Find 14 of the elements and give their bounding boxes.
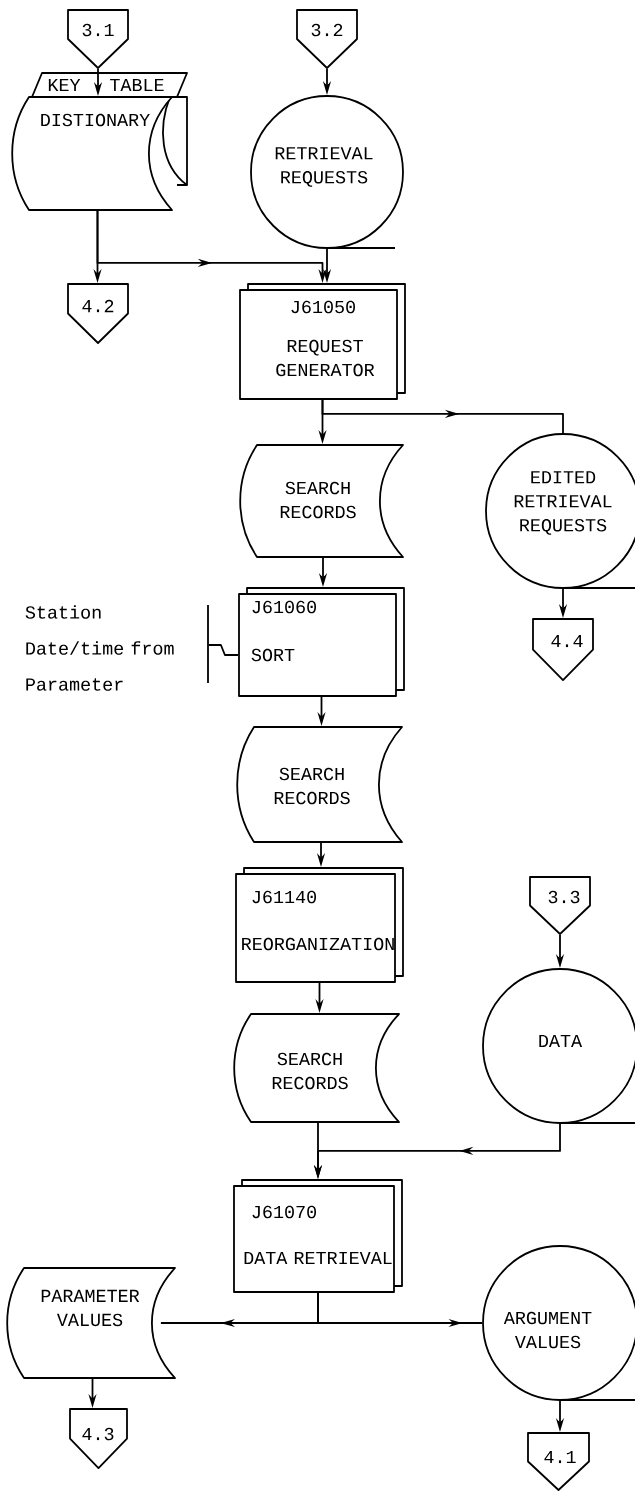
offpage-connector: 3.1 — [67, 9, 129, 69]
offpage-connector: 4.1 — [527, 1432, 590, 1491]
offpage-connector: 3.3 — [529, 876, 591, 935]
offpage-connector: 4.3 — [69, 1408, 128, 1469]
offpage-connector: 4.2 — [67, 283, 129, 344]
process-box: J61140 REORGANIZATION — [235, 867, 404, 983]
process-box: J61070 DATA RETRIEVAL — [233, 1179, 403, 1293]
arrow — [321, 399, 564, 434]
connector-line — [208, 644, 239, 656]
process-box: J61060 SORT — [238, 587, 405, 697]
annotation: Station Date/time from Parameter — [25, 604, 209, 691]
offpage-connector: 4.4 — [532, 618, 594, 681]
offpage-connector: 3.2 — [296, 9, 358, 69]
process-box: J61050 REQUEST GENERATOR — [239, 283, 406, 400]
